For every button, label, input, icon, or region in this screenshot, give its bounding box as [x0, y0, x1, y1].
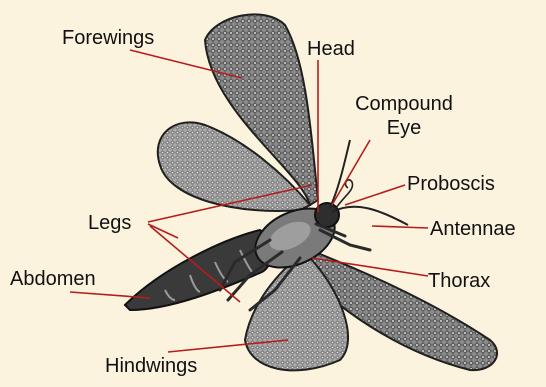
label-hindwings: Hindwings — [105, 355, 197, 377]
label-antennae: Antennae — [430, 218, 516, 240]
label-head: Head — [307, 38, 355, 60]
label-legs: Legs — [88, 212, 131, 234]
label-proboscis: Proboscis — [407, 173, 495, 195]
label-compound-eye-line2: Eye — [334, 117, 474, 139]
label-thorax: Thorax — [428, 270, 490, 292]
label-compound-eye-line1: Compound — [334, 93, 474, 115]
label-abdomen: Abdomen — [10, 268, 96, 290]
label-forewings: Forewings — [62, 27, 154, 49]
